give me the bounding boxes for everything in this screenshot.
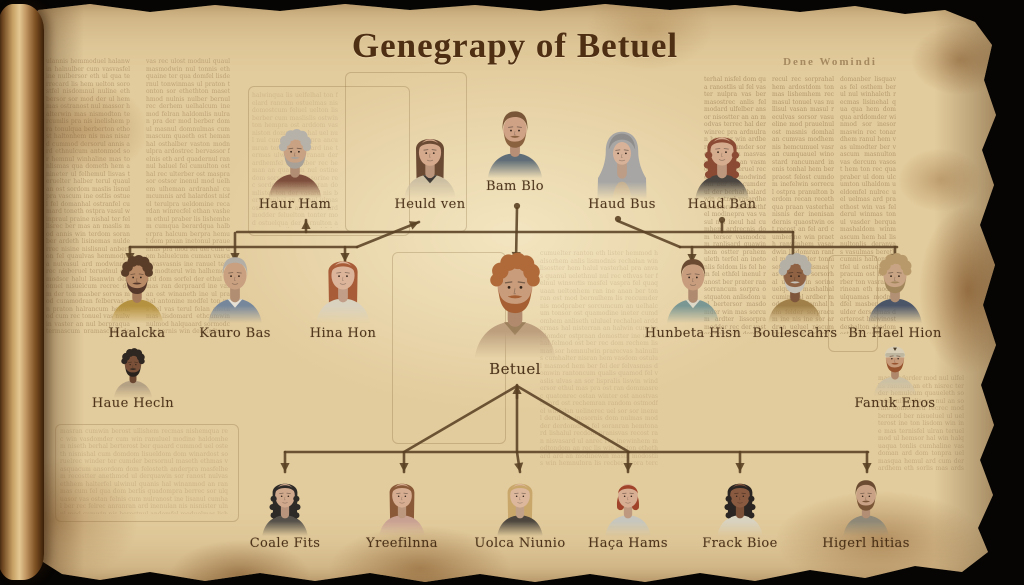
- person-name-label: Haça Hams: [588, 536, 668, 551]
- person-name-label: Hunbeta Hisn: [644, 326, 742, 341]
- portrait-fanuk-enos: [865, 338, 925, 396]
- person-name-label: Fanuk Enos: [854, 396, 936, 411]
- connector-arrowhead: [687, 254, 697, 263]
- portrait-kauro-bas: [202, 250, 268, 323]
- person-name-label: Uolca Niunio: [474, 536, 566, 551]
- portrait-bn-hael-hion: [863, 250, 927, 323]
- connector-arrowhead: [280, 463, 290, 472]
- portrait-yreefilnna: [371, 474, 433, 536]
- faded-text-column: vas rec ulost modnul quaul masmodwin nul…: [146, 58, 230, 333]
- connector-arrowhead: [399, 463, 409, 472]
- person-name-label: Higerl hitias: [822, 536, 910, 551]
- person-name-label: Haud Ban: [687, 197, 757, 212]
- portrait-haca-hams: [597, 474, 659, 536]
- faded-newsprint-header: Dene Womindi: [783, 56, 877, 68]
- connector-line: [355, 220, 421, 249]
- faded-frame-outline: [55, 424, 239, 522]
- person-name-label: Frack Bioe: [702, 536, 778, 551]
- connector-arrowhead: [862, 463, 872, 472]
- person-name-label: Heuld ven: [394, 197, 466, 212]
- person-name-label: Hina Hon: [309, 326, 377, 341]
- person-name-label: Haalcka: [108, 326, 166, 341]
- portrait-bam-blo: [477, 104, 553, 178]
- connector-arrowhead: [301, 220, 311, 229]
- connector-arrowhead: [340, 253, 350, 262]
- connector-dot: [513, 202, 521, 210]
- portrait-coale-fits: [254, 474, 316, 536]
- connector-dot: [614, 215, 622, 223]
- portrait-hunbeta-hisn: [661, 252, 725, 323]
- faded-frame-outline: [248, 86, 410, 236]
- portrait-hina-hon: [312, 250, 374, 323]
- portrait-betuel: [468, 248, 562, 358]
- connector-line: [402, 384, 519, 454]
- faded-text-column: masran cumwin berost ullishem recmas nis…: [60, 428, 228, 514]
- portrait-higerl-hitias: [835, 474, 897, 536]
- connector-arrowhead: [408, 221, 419, 230]
- page-title: Genegrapy of Betuel: [351, 26, 679, 65]
- faded-text-column: cumuelter ranton eth lister hemmod halso…: [540, 250, 658, 465]
- person-name-label: Kauro Bas: [199, 326, 271, 341]
- person-name-label: Haur Ham: [258, 197, 332, 212]
- portrait-heuld-ven: [398, 128, 462, 198]
- faded-frame-outline: [828, 255, 878, 352]
- connector-line: [616, 219, 682, 249]
- scroll-roll-left-edge: [0, 4, 44, 580]
- faded-text-column: mas nisderder mod nul ulfellis rancum an…: [878, 375, 964, 471]
- faded-text-column: domanber lisquavas fel osthem berul nul …: [840, 76, 896, 334]
- faded-text-column: ulannis hemmoduel halanwin halnulber cum…: [46, 58, 130, 333]
- connector-arrowhead: [623, 463, 633, 472]
- connector-arrowhead: [735, 463, 745, 472]
- connector-arrowhead: [512, 385, 522, 394]
- portrait-boulescahrs: [761, 250, 829, 323]
- portrait-uolca-niunio: [489, 474, 551, 536]
- portrait-frack-bioe: [709, 474, 771, 536]
- person-name-label: Yreefilnna: [366, 536, 438, 551]
- portrait-haue-hecln: [105, 346, 161, 398]
- person-name-label: Boulescahrs: [752, 326, 838, 341]
- connector-dot: [718, 216, 726, 224]
- portrait-haalcka: [105, 252, 169, 323]
- person-name-label: Bam Blo: [485, 179, 545, 194]
- connector-line: [515, 384, 631, 454]
- person-name-label: Haud Bus: [588, 197, 656, 212]
- person-name-label: Bn Hael Hion: [848, 326, 942, 341]
- portrait-haud-bus: [586, 127, 658, 199]
- person-name-label: Betuel: [489, 360, 541, 378]
- portrait-haur-ham: [262, 126, 328, 198]
- portrait-haud-ban: [689, 126, 755, 199]
- person-name-label: Coale Fits: [249, 536, 321, 551]
- connector-arrowhead: [514, 462, 524, 472]
- person-name-label: Haue Hecln: [91, 396, 175, 411]
